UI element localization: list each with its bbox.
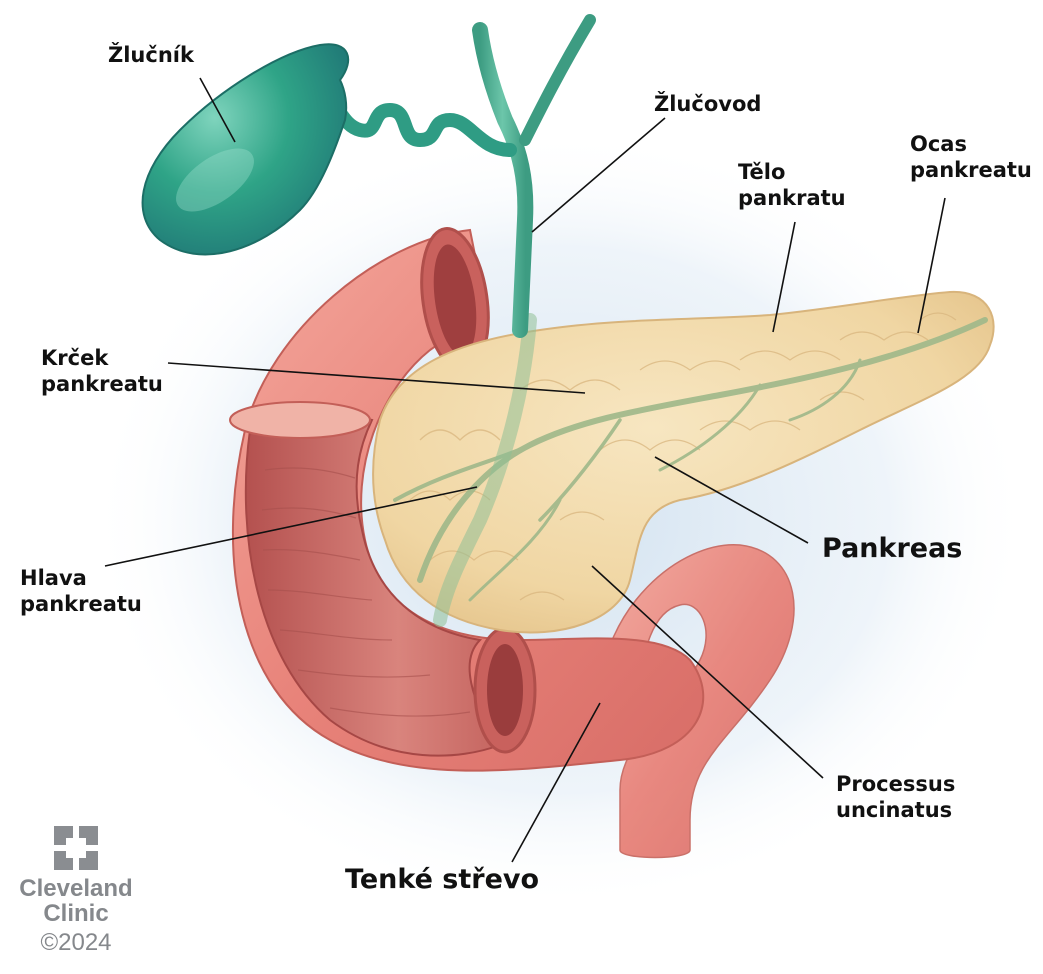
- label-small-intestine: Tenké střevo: [345, 864, 539, 897]
- logo-name-line1: Cleveland: [6, 876, 146, 901]
- duodenum-cut-edge: [230, 402, 370, 438]
- label-bile-duct: Žlučovod: [654, 92, 761, 118]
- label-gallbladder: Žlučník: [108, 43, 194, 69]
- cleveland-clinic-logo-icon: [54, 826, 98, 870]
- label-pancreas: Pankreas: [822, 533, 962, 566]
- label-pancreas-head: Hlava pankreatu: [20, 566, 142, 617]
- label-pancreas-neck: Krček pankreatu: [41, 346, 163, 397]
- cleveland-clinic-logo: Cleveland Clinic ©2024: [6, 826, 146, 958]
- label-pancreas-tail: Ocas pankreatu: [910, 132, 1032, 183]
- label-uncinate-process: Processus uncinatus: [836, 772, 955, 823]
- hepatic-duct-right: [525, 20, 590, 140]
- logo-copyright: ©2024: [6, 928, 146, 958]
- logo-name-line2: Clinic: [6, 901, 146, 926]
- label-pancreas-body: Tělo pankratu: [738, 160, 846, 211]
- cystic-duct: [330, 100, 510, 150]
